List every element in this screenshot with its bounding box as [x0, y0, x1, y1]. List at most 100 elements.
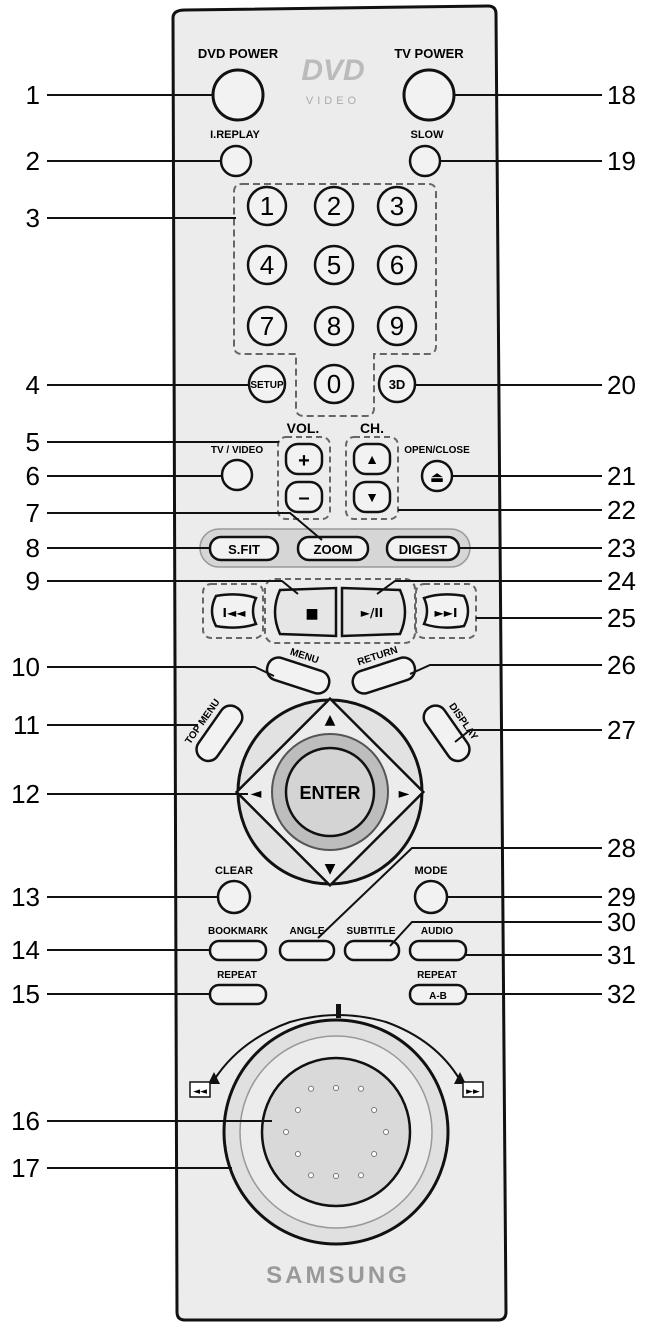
skip-back-icon: I◄◄: [223, 606, 247, 620]
callout-26: 26: [607, 650, 636, 680]
callout-5: 5: [25, 427, 40, 457]
clear-button[interactable]: [216, 879, 252, 915]
jog-dot: [333, 1173, 339, 1179]
callout-7: 7: [25, 498, 40, 528]
jog-dot: [371, 1107, 378, 1113]
jog-dot: [358, 1172, 364, 1179]
angle-button[interactable]: [278, 939, 336, 962]
digit-4-button[interactable]: [246, 244, 288, 286]
mode-label: MODE: [415, 865, 448, 877]
shuttle-top-mark: [336, 1004, 341, 1018]
digit-1-button[interactable]: [246, 185, 288, 227]
ch-up-button[interactable]: [352, 442, 392, 476]
vol-label: VOL.: [287, 420, 320, 436]
skip-back-button[interactable]: [210, 593, 258, 629]
mode-button[interactable]: [413, 879, 449, 915]
enter-button[interactable]: [284, 746, 376, 838]
ch-down-button[interactable]: [352, 480, 392, 514]
repeat-button[interactable]: [208, 983, 268, 1006]
slow-label: SLOW: [411, 129, 445, 141]
display-button[interactable]: [419, 701, 473, 765]
digit-7-button[interactable]: [246, 305, 288, 347]
callout-11: 11: [13, 710, 40, 740]
digit-9-button[interactable]: [376, 305, 418, 347]
jog-dial-dots: [283, 1085, 389, 1179]
digit-0-button[interactable]: [313, 363, 355, 405]
ireplay-label: I.REPLAY: [210, 129, 260, 141]
clear-label: CLEAR: [215, 865, 253, 877]
top-menu-button[interactable]: [192, 701, 246, 765]
callout-25: 25: [607, 603, 636, 633]
jog-dial[interactable]: [260, 1056, 412, 1208]
keypad-group-outline: [233, 183, 437, 417]
audio-button[interactable]: [408, 939, 468, 962]
return-button[interactable]: [350, 655, 418, 697]
audio-label: AUDIO: [421, 926, 453, 937]
jog-dot: [371, 1151, 378, 1157]
rewind-icon: ◄◄: [193, 1087, 207, 1097]
subtitle-button[interactable]: [343, 939, 401, 962]
callout-15: 15: [11, 979, 40, 1009]
callout-10: 10: [11, 652, 40, 682]
callout-27: 27: [607, 715, 636, 745]
angle-label: ANGLE: [290, 926, 325, 937]
digit-3-button[interactable]: [376, 185, 418, 227]
dvd-power-button[interactable]: [211, 68, 265, 122]
digit-1-label: 1: [260, 191, 274, 221]
digit-0-label: 0: [327, 369, 341, 399]
arrow-up-icon: ▲: [325, 712, 336, 728]
menu-button[interactable]: [264, 655, 332, 697]
sfit-label: S.FIT: [228, 542, 260, 557]
ab-label: A-B: [429, 991, 447, 1002]
callout-32: 32: [607, 979, 636, 1009]
subtitle-label: SUBTITLE: [347, 926, 396, 937]
digest-label: DIGEST: [399, 542, 447, 557]
digit-2-button[interactable]: [313, 185, 355, 227]
arrow-down-icon: ▼: [325, 861, 336, 877]
slow-button[interactable]: [408, 144, 442, 178]
callout-16: 16: [11, 1106, 40, 1136]
jog-dot: [333, 1085, 339, 1091]
play-pause-icon: ►/II: [361, 606, 384, 620]
vol-minus-button[interactable]: [284, 480, 324, 514]
shuttle-right-arrow-mark: [454, 1072, 466, 1084]
callout-24: 24: [607, 566, 636, 596]
jog-dot: [358, 1085, 364, 1092]
callout-2: 2: [25, 146, 40, 176]
stop-icon: ■: [305, 606, 318, 622]
stop-button[interactable]: [273, 586, 338, 638]
eject-icon: ⏏: [430, 468, 444, 486]
ch-up-label: ▲: [365, 451, 379, 467]
digit-8-label: 8: [327, 311, 341, 341]
jog-dot: [294, 1107, 301, 1113]
callout-31: 31: [607, 940, 636, 970]
ffwd-box: [462, 1081, 484, 1098]
callout-9: 9: [25, 566, 40, 596]
digit-3-label: 3: [390, 191, 404, 221]
skip-fwd-button[interactable]: [422, 593, 470, 629]
three-d-label: 3D: [389, 377, 406, 392]
callout-23: 23: [607, 533, 636, 563]
tv-video-button[interactable]: [220, 458, 254, 492]
callout-4: 4: [25, 370, 40, 400]
digit-5-button[interactable]: [313, 244, 355, 286]
ireplay-button[interactable]: [219, 144, 253, 178]
dvd-power-label: DVD POWER: [198, 46, 279, 61]
play-pause-button[interactable]: [340, 586, 407, 638]
vol-plus-button[interactable]: [284, 442, 324, 476]
arrow-left-icon: ◄: [251, 786, 262, 802]
zoom-button[interactable]: [296, 535, 370, 562]
dvd-logo-sub: VIDEO: [306, 95, 360, 107]
callout-6: 6: [25, 461, 40, 491]
digit-6-button[interactable]: [376, 244, 418, 286]
tv-power-button[interactable]: [402, 68, 456, 122]
shuttle-left-arrow-mark: [208, 1072, 220, 1084]
callout-14: 14: [11, 935, 40, 965]
bookmark-button[interactable]: [208, 939, 268, 962]
enter-label: ENTER: [299, 783, 360, 803]
tv-power-label: TV POWER: [394, 46, 464, 61]
callout-18: 18: [607, 80, 636, 110]
digit-8-button[interactable]: [313, 305, 355, 347]
